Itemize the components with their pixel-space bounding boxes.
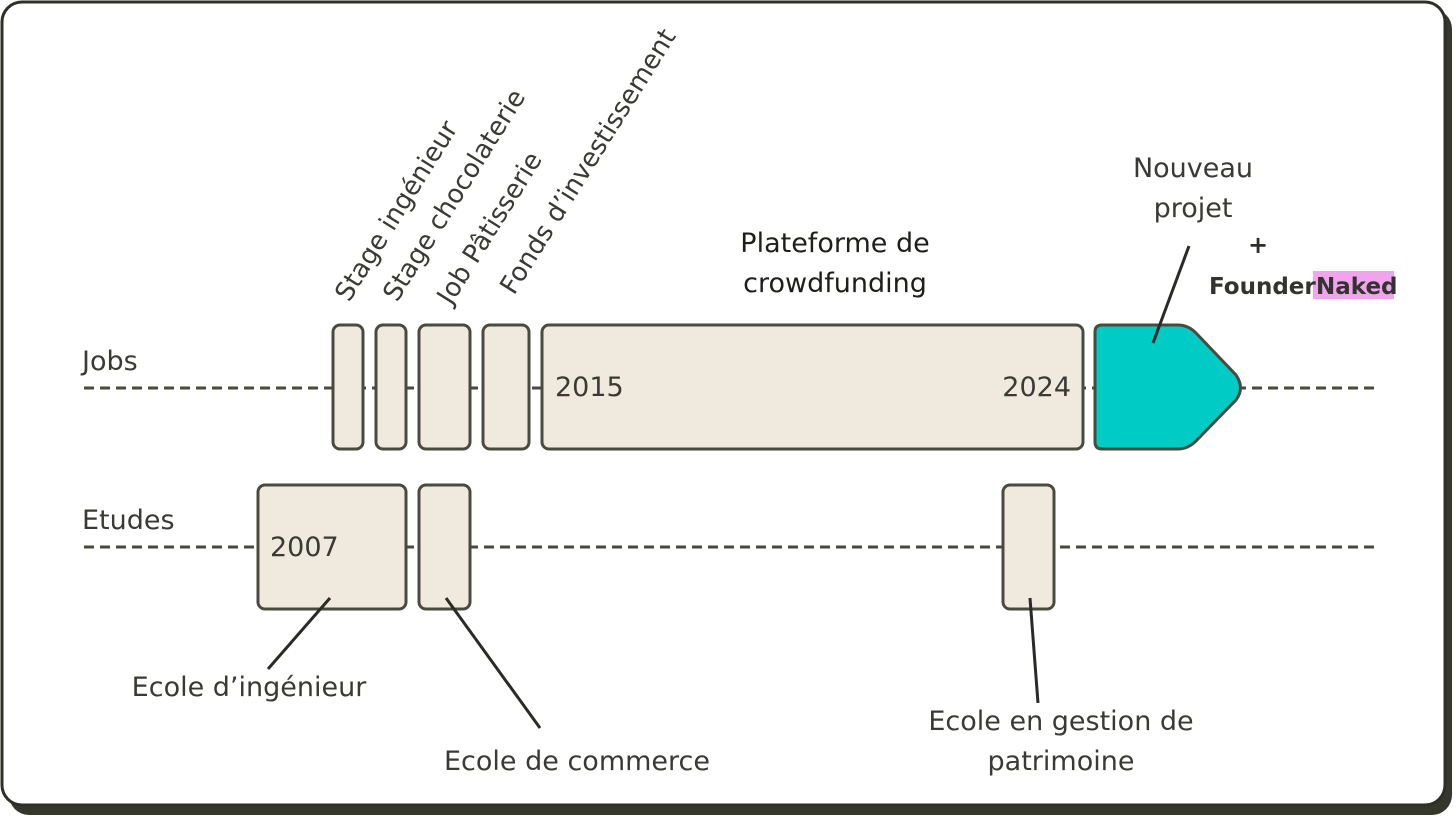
etudes-start-year: 2007 bbox=[270, 532, 339, 563]
nouveau-projet-arrow bbox=[1093, 323, 1242, 451]
ecole-commerce-label: Ecole de commerce bbox=[444, 746, 710, 777]
ecole-ingenieur-connector bbox=[266, 597, 332, 670]
stage-ingenieur-box bbox=[331, 323, 365, 451]
ecole-gestion-label-line1: Ecole en gestion de bbox=[928, 706, 1193, 737]
ecole-gestion-box bbox=[1001, 483, 1056, 611]
crowdfunding-box bbox=[540, 323, 1085, 451]
ecole-commerce-box bbox=[417, 483, 472, 611]
jobs-row-label: Jobs bbox=[80, 346, 138, 377]
crowdfunding-title-line1: Plateforme de bbox=[740, 228, 929, 259]
brand-founder: Founder bbox=[1209, 274, 1316, 300]
nouveau-projet-line2: projet bbox=[1154, 193, 1233, 224]
ecole-ingenieur-box bbox=[256, 483, 408, 611]
crowdfunding-start-year: 2015 bbox=[555, 372, 624, 403]
nouveau-projet-connector bbox=[1151, 245, 1191, 344]
nouveau-projet-line1: Nouveau bbox=[1133, 153, 1253, 184]
stage-chocolaterie-box bbox=[374, 323, 408, 451]
brand-naked: Naked bbox=[1316, 274, 1398, 300]
fonds-investissement-box bbox=[481, 323, 531, 451]
crowdfunding-title-line2: crowdfunding bbox=[743, 268, 927, 299]
plus-sign: + bbox=[1248, 231, 1268, 259]
job-patisserie-box bbox=[417, 323, 472, 451]
ecole-commerce-connector bbox=[444, 597, 542, 729]
brand-highlight bbox=[1313, 271, 1394, 299]
etudes-row-label: Etudes bbox=[82, 505, 175, 536]
crowdfunding-end-year: 2024 bbox=[1002, 372, 1071, 403]
ecole-gestion-connector bbox=[1028, 597, 1040, 704]
ecole-ingenieur-label: Ecole d’ingénieur bbox=[132, 672, 368, 703]
ecole-gestion-label-line2: patrimoine bbox=[988, 746, 1135, 777]
